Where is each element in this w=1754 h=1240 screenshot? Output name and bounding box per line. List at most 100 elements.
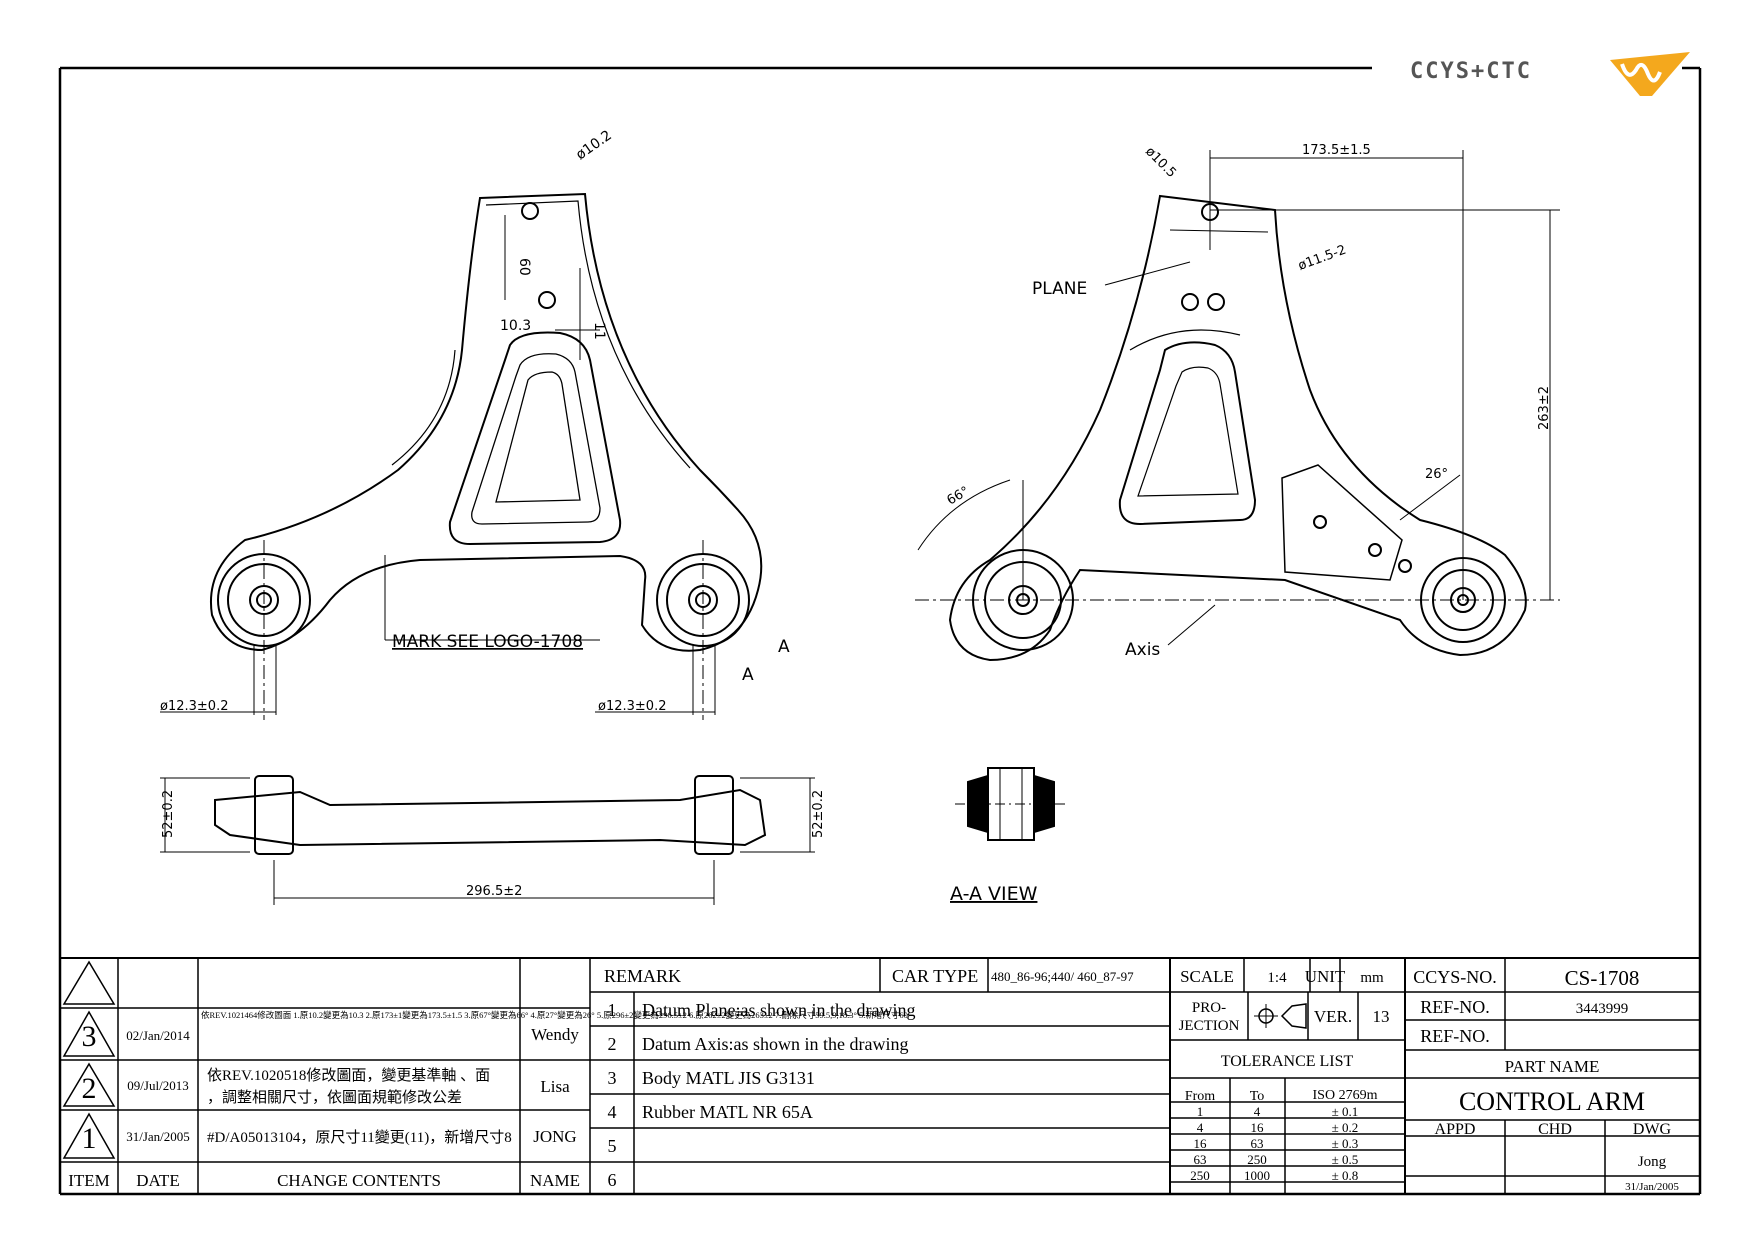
ccys-no-label: CCYS-NO. xyxy=(1413,967,1497,987)
rev-contents-3-text: 依REV.1021464修改圖面 1.原10.2變更為10.3 2.原173±1… xyxy=(201,1010,908,1020)
section-view-label: A-A VIEW xyxy=(950,883,1038,905)
projection-label-1: PRO- xyxy=(1192,1000,1226,1016)
dim-bush-dia-left: ø12.3±0.2 xyxy=(160,699,228,714)
col-header-name: NAME xyxy=(530,1171,580,1190)
tol-row-4-from: 63 xyxy=(1194,1152,1207,1167)
remark-num-2: 2 xyxy=(608,1034,617,1054)
dim-angle-26: 26° xyxy=(1425,467,1448,482)
tol-row-2-val: ± 0.2 xyxy=(1332,1120,1359,1135)
unit-value: mm xyxy=(1360,970,1384,986)
dim-10-3: 10.3 xyxy=(500,318,531,334)
tol-row-4-val: ± 0.5 xyxy=(1332,1152,1359,1167)
tol-row-5-val: ± 0.8 xyxy=(1332,1168,1359,1183)
dwg-name: Jong xyxy=(1638,1154,1667,1170)
right-window xyxy=(1118,341,1257,526)
dim-length-296: 296.5±2 xyxy=(466,884,522,899)
ref-no-label-2: REF-NO. xyxy=(1420,1026,1490,1046)
projection-label-2: JECTION xyxy=(1179,1018,1240,1034)
dim-60: 60 xyxy=(516,258,532,276)
dim-bush-dia-right: ø12.3±0.2 xyxy=(598,699,666,714)
arm-outline xyxy=(210,192,763,652)
axis-label: Axis xyxy=(1125,640,1160,660)
scale-tolerance-block: SCALE 1:4 UNIT mm PRO- JECTION VER. 13 T… xyxy=(1179,967,1390,1183)
tol-row-1-to: 4 xyxy=(1254,1104,1261,1119)
remark-text-1: Datum Plane:as shown in the drawing xyxy=(642,1000,915,1020)
arm-window-outer xyxy=(448,331,622,546)
rev-name-3: Wendy xyxy=(531,1025,579,1044)
mark-logo-label: MARK SEE LOGO-1708 xyxy=(392,632,583,652)
dwg-label: DWG xyxy=(1633,1121,1672,1138)
ver-value: 13 xyxy=(1373,1007,1390,1026)
remark-num-6: 6 xyxy=(608,1170,617,1190)
tolerance-title: TOLERANCE LIST xyxy=(1221,1053,1354,1070)
col-header-item: ITEM xyxy=(68,1171,110,1190)
rev-contents-3: 依REV.1021464修改圖面 1.原10.2變更為10.3 2.原173±1… xyxy=(201,1010,908,1020)
remark-num-1: 1 xyxy=(608,1000,617,1020)
chd-label: CHD xyxy=(1538,1121,1572,1138)
left-plan-view xyxy=(160,192,763,720)
scale-label: SCALE xyxy=(1180,967,1234,986)
upper-hole-1 xyxy=(521,202,539,220)
right-arm-outline xyxy=(948,194,1527,662)
rev-date-2: 09/Jul/2013 xyxy=(127,1078,188,1093)
plane-label: PLANE xyxy=(1032,279,1087,299)
side-elevation-view xyxy=(160,775,815,905)
dim-11: 11 xyxy=(591,322,607,340)
revision-table: 3 02/Jan/2014 依REV.1021464修改圖面 1.原10.2變更… xyxy=(68,1010,908,1190)
col-header-change: CHANGE CONTENTS xyxy=(277,1171,441,1190)
tol-row-5-from: 250 xyxy=(1190,1168,1210,1183)
ref-no-value: 3443999 xyxy=(1576,1001,1629,1017)
part-name-value: CONTROL ARM xyxy=(1459,1087,1645,1116)
appd-label: APPD xyxy=(1435,1121,1476,1138)
scale-value: 1:4 xyxy=(1267,970,1287,986)
logo-text: CCYS+CTC xyxy=(1410,59,1532,84)
title-block-grid xyxy=(60,957,1700,1194)
ccys-no-value: CS-1708 xyxy=(1565,966,1640,990)
tol-row-3-val: ± 0.3 xyxy=(1332,1136,1359,1151)
tol-row-4-to: 250 xyxy=(1247,1152,1267,1167)
rev-contents-2a: 依REV.1020518修改圖面，變更基準軸 、面 xyxy=(207,1067,490,1084)
side-body xyxy=(214,788,767,847)
company-logo: CCYS+CTC xyxy=(1410,52,1690,96)
dim-side-height-right: 52±0.2 xyxy=(811,790,826,838)
remark-text-4: Rubber MATL NR 65A xyxy=(642,1102,813,1122)
tol-row-3-to: 63 xyxy=(1251,1136,1264,1151)
remark-num-4: 4 xyxy=(608,1102,617,1122)
remark-text-2: Datum Axis:as shown in the drawing xyxy=(642,1034,908,1054)
tol-header-from: From xyxy=(1185,1089,1215,1104)
rev-date-1: 31/Jan/2005 xyxy=(126,1129,190,1144)
remark-num-3: 3 xyxy=(608,1068,617,1088)
rev-contents-1: #D/A05013104，原尺寸11變更(11)，新增尺寸8 xyxy=(207,1129,512,1146)
rev-name-2: Lisa xyxy=(540,1077,570,1096)
tol-row-5-to: 1000 xyxy=(1244,1168,1270,1183)
rev-contents-2b: ，調整相關尺寸，依圖面規範修改公差 xyxy=(207,1088,462,1106)
section-a-a-view xyxy=(955,767,1068,841)
unit-label: UNIT xyxy=(1305,967,1346,986)
rev-item-3: 3 xyxy=(82,1020,97,1053)
tol-row-2-to: 16 xyxy=(1251,1120,1265,1135)
section-marker-a2: A xyxy=(742,665,754,685)
tol-header-iso: ISO 2769m xyxy=(1313,1088,1378,1103)
ref-no-label: REF-NO. xyxy=(1420,997,1490,1017)
dwg-date: 31/Jan/2005 xyxy=(1625,1181,1679,1193)
rev-item-1: 1 xyxy=(82,1122,97,1155)
part-name-label: PART NAME xyxy=(1505,1057,1600,1076)
col-header-date: DATE xyxy=(136,1171,179,1190)
tol-row-3-from: 16 xyxy=(1194,1136,1208,1151)
section-marker-a1: A xyxy=(778,637,790,657)
remark-header: REMARK xyxy=(604,966,681,986)
dim-hole-dia-11-5: ø11.5-2 xyxy=(1296,243,1348,274)
upper-hole-2 xyxy=(538,291,556,309)
ver-label: VER. xyxy=(1314,1007,1352,1026)
remark-table: REMARK CAR TYPE 480_86-96;440/ 460_87-97… xyxy=(604,966,1134,1190)
dim-hole-dia-10-5: ø10.5 xyxy=(1142,144,1179,181)
car-type-value: 480_86-96;440/ 460_87-97 xyxy=(991,969,1134,984)
dim-height-263: 263±2 xyxy=(1537,386,1552,430)
right-plan-view xyxy=(915,150,1560,662)
dim-angle-66: 66° xyxy=(945,484,972,509)
tol-header-to: To xyxy=(1250,1089,1265,1104)
tol-row-2-from: 4 xyxy=(1197,1120,1204,1135)
remark-num-5: 5 xyxy=(608,1136,617,1156)
car-type-label: CAR TYPE xyxy=(892,966,978,986)
